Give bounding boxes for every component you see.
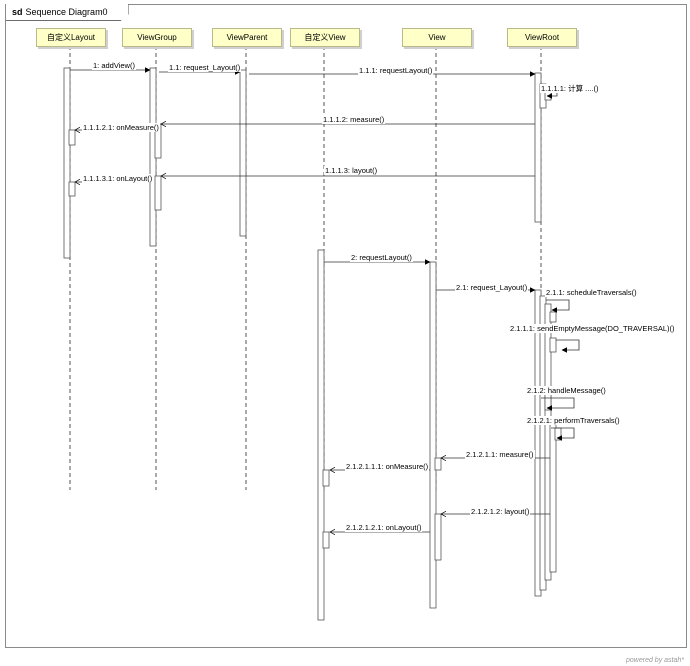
- frame-title: Sequence Diagram0: [25, 7, 108, 17]
- message-label: 2.1.2.1.2.1: onLayout(): [345, 523, 423, 532]
- activation-bar: [154, 175, 162, 211]
- activation-bar: [68, 181, 76, 197]
- activation-bar: [434, 457, 442, 471]
- message-arrow: [551, 427, 575, 441]
- lifeline-head-viewparent: ViewParent: [212, 28, 282, 47]
- activation-bar: [317, 249, 325, 621]
- activation-bar: [549, 419, 557, 573]
- activation-bar: [63, 67, 71, 259]
- message-label: 1.1.1.3.1: onLayout(): [82, 174, 154, 183]
- message-label: 1.1.1: requestLayout(): [358, 66, 434, 75]
- message-label: 2.1.2.1: performTraversals(): [526, 416, 621, 425]
- message-arrow: [556, 339, 580, 353]
- diagram-frame: [5, 4, 687, 648]
- message-label: 1.1: request_Layout(): [168, 63, 242, 72]
- activation-bar: [68, 129, 76, 146]
- message-label: 1.1.1.2: measure(): [322, 115, 386, 124]
- message-label: 1.1.1.3: layout(): [324, 166, 379, 175]
- message-label: 2: requestLayout(): [350, 253, 413, 262]
- powered-by-footer: powered by astah*: [626, 657, 684, 664]
- activation-bar: [322, 469, 330, 487]
- lifeline-head-viewroot: ViewRoot: [507, 28, 577, 47]
- message-label: 2.1.1.1: sendEmptyMessage(DO_TRAVERSAL)(…: [509, 324, 676, 333]
- activation-bar: [549, 337, 557, 353]
- message-label: 2.1.1: scheduleTraversals(): [545, 288, 638, 297]
- activation-bar: [549, 311, 557, 323]
- message-label: 2.1: request_Layout(): [455, 283, 529, 292]
- activation-bar: [534, 72, 542, 223]
- frame-keyword: sd: [12, 7, 23, 17]
- message-arrow: [541, 397, 575, 411]
- lifeline-head-custom-layout: 自定义Layout: [36, 28, 106, 47]
- lifeline-head-viewgroup: ViewGroup: [122, 28, 192, 47]
- message-label: 2.1.2.1.1: measure(): [465, 450, 535, 459]
- lifeline-head-custom-view: 自定义View: [290, 28, 360, 47]
- message-label: 1: addView(): [92, 61, 136, 70]
- lifeline-head-view: View: [402, 28, 472, 47]
- activation-bar: [322, 531, 330, 549]
- message-label: 1.1.1.2.1: onMeasure(): [82, 123, 160, 132]
- message-label: 1.1.1.1: 计算 ....(): [540, 84, 600, 93]
- activation-bar: [434, 513, 442, 561]
- activation-bar: [239, 69, 247, 237]
- message-label: 2.1.2: handleMessage(): [526, 386, 607, 395]
- message-arrow: [546, 299, 570, 313]
- message-label: 2.1.2.1.1.1: onMeasure(): [345, 462, 430, 471]
- activation-bar: [429, 261, 437, 609]
- message-label: 2.1.2.1.2: layout(): [470, 507, 531, 516]
